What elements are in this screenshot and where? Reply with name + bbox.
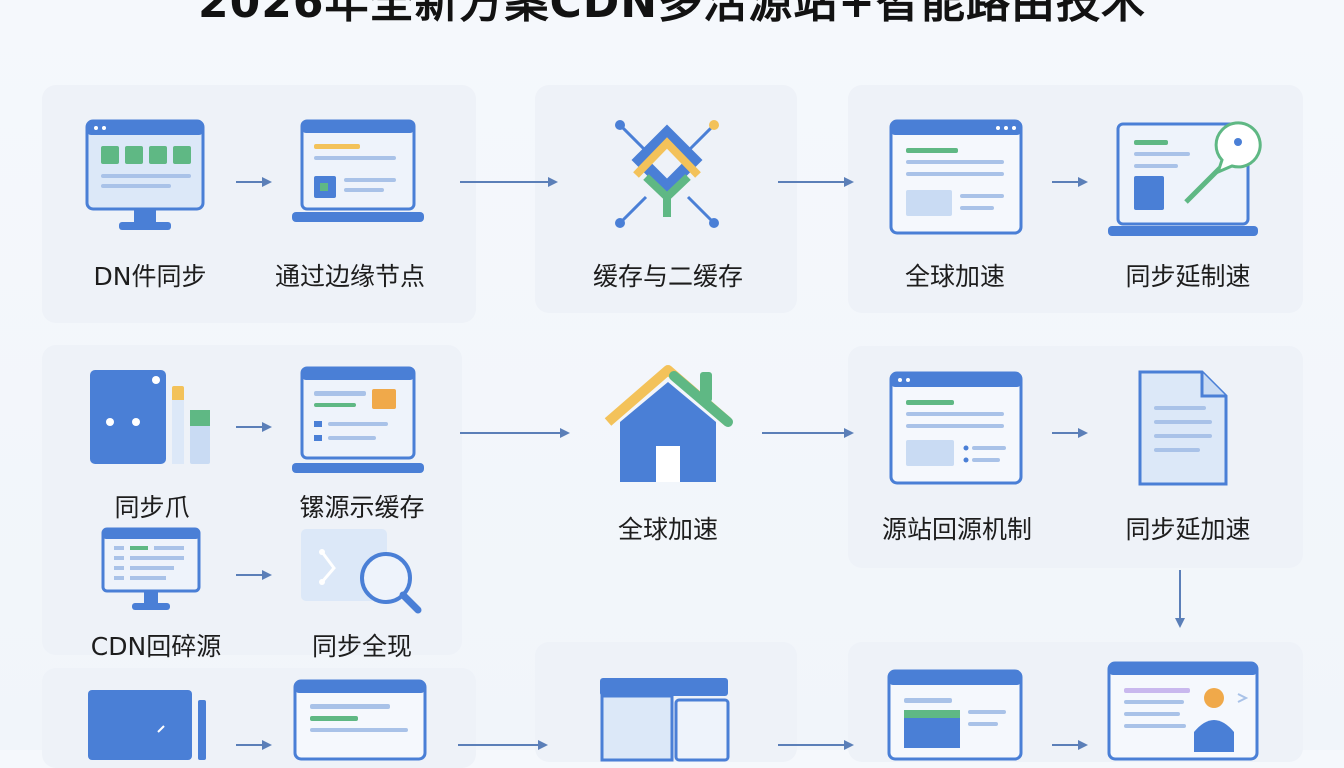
cards-icon — [90, 370, 210, 464]
node-label: 缓存与二缓存 — [592, 262, 744, 291]
network-icon — [615, 120, 719, 228]
laptop-icon — [292, 119, 424, 222]
house-icon — [604, 365, 733, 482]
document-icon — [1138, 370, 1228, 486]
laptop-list-icon — [292, 366, 424, 473]
node-label: 镙源示缓存 — [299, 493, 425, 522]
node-label: 同步全现 — [311, 632, 413, 661]
node-label: DN件同步 — [93, 262, 207, 291]
node-label: 源站回源机制 — [881, 515, 1033, 544]
node-label: 同步延制速 — [1125, 262, 1251, 291]
browser-window-icon — [293, 679, 427, 761]
page-title: 2026年全新方案CDN多活源站+智能路由技术 — [198, 0, 1146, 28]
browser-window-icon — [889, 371, 1023, 485]
magnifier-icon — [301, 529, 422, 614]
node-label: 同步爪 — [114, 493, 190, 522]
node-label: CDN回碎源 — [90, 632, 222, 661]
node-label: 通过边缘节点 — [274, 262, 426, 291]
tablet-icon — [88, 690, 206, 760]
laptop-chat-icon — [1108, 121, 1262, 236]
browser-stack-icon — [600, 678, 730, 762]
browser-window-icon — [889, 119, 1023, 235]
connector-arrows — [236, 177, 1185, 750]
node-label: 全球加速 — [617, 515, 719, 544]
node-label: 同步延加速 — [1125, 515, 1251, 544]
small-monitor-icon — [101, 527, 201, 610]
node-label: 全球加速 — [904, 262, 1006, 291]
browser-window-icon — [887, 669, 1023, 761]
user-profile-icon — [1107, 661, 1259, 761]
monitor-icon — [85, 119, 205, 230]
